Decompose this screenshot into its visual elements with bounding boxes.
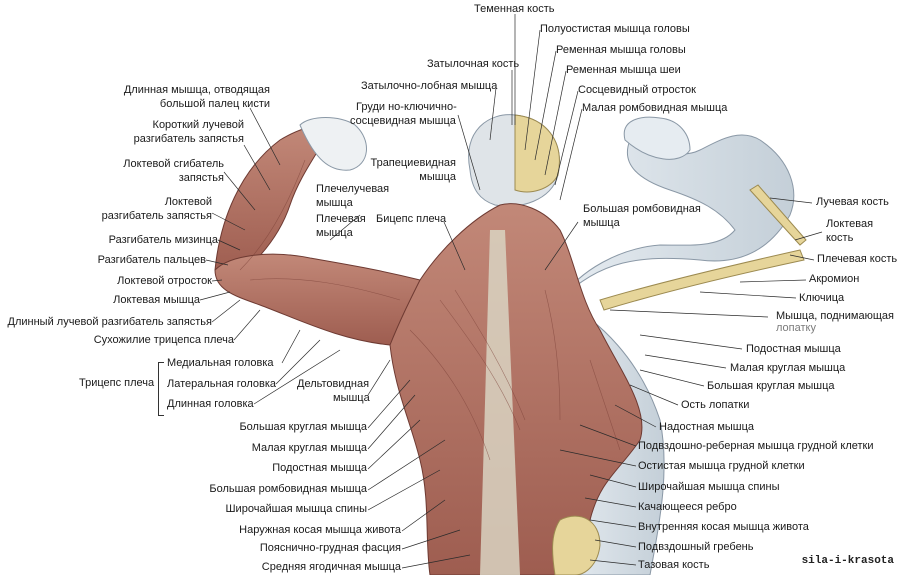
label-triceps-tendon: Сухожилие трицепса плеча bbox=[93, 334, 234, 346]
label-brachioradialis-line2: мышца bbox=[316, 197, 353, 209]
label-triceps-medial-head: Медиальная головка bbox=[167, 357, 274, 369]
label-teres-minor-right: Малая круглая мышца bbox=[730, 362, 846, 374]
label-fcu-line1: Локтевой сгибатель bbox=[123, 158, 224, 170]
label-infraspinatus-right: Подостная мышца bbox=[746, 343, 841, 355]
label-gluteus-medius: Средняя ягодичная мышца bbox=[261, 561, 401, 573]
label-rhomboid-major-left: Большая ромбовидная мышца bbox=[209, 483, 367, 495]
label-thoracolumbar-fascia: Пояснично-грудная фасция bbox=[259, 542, 401, 554]
label-ulna-line2: кость bbox=[826, 232, 854, 244]
label-iliac-crest: Подвздошный гребень bbox=[638, 541, 754, 553]
label-rhomboid-major-center-line1: Большая ромбовидная bbox=[583, 203, 701, 215]
label-ecu-line2: разгибатель запястья bbox=[101, 210, 212, 222]
label-ecrb-line1: Короткий лучевой bbox=[152, 119, 244, 131]
label-extensor-digitorum: Разгибатель пальцев bbox=[97, 254, 206, 266]
label-infraspinatus-left: Подостная мышца bbox=[272, 462, 367, 474]
left-fist bbox=[299, 117, 367, 171]
label-abductor-pollicis-line2: большой палец кисти bbox=[159, 98, 270, 110]
label-supraspinatus: Надостная мышца bbox=[659, 421, 755, 433]
label-abductor-pollicis-line1: Длинная мышца, отводящая bbox=[123, 84, 270, 96]
label-floating-rib: Качающееся ребро bbox=[638, 501, 737, 513]
label-biceps: Бицепс плеча bbox=[376, 213, 447, 225]
label-pelvic-bone: Тазовая кость bbox=[638, 559, 710, 571]
label-spinalis-thoracis: Остистая мышца грудной клетки bbox=[638, 460, 805, 472]
spine-fascia bbox=[480, 230, 520, 575]
label-brachialis-line1: Плечевая bbox=[316, 213, 366, 225]
label-trapezius-line2: мышца bbox=[419, 171, 456, 183]
label-ecrl: Длинный лучевой разгибатель запястья bbox=[7, 316, 212, 328]
triceps-bracket bbox=[158, 362, 164, 416]
skull-bone bbox=[514, 114, 560, 193]
leader-lines bbox=[199, 14, 823, 569]
label-triceps-long-head: Длинная головка bbox=[167, 398, 254, 410]
left-upper-arm bbox=[214, 253, 425, 346]
label-deltoid-line2: мышца bbox=[333, 392, 370, 404]
label-scapular-spine: Ость лопатки bbox=[681, 399, 750, 411]
label-rhomboid-major-center-line2: мышца bbox=[583, 217, 620, 229]
label-fcu-line2: запястья bbox=[178, 172, 224, 184]
label-anconeus: Локтевая мышца bbox=[113, 294, 200, 306]
label-acromion: Акромион bbox=[809, 273, 860, 285]
label-scm-line2: сосцевидная мышца bbox=[350, 115, 456, 127]
label-splenius-cervicis: Ременная мышца шеи bbox=[566, 64, 681, 76]
muscle-striations bbox=[239, 159, 621, 461]
forearm-bones bbox=[749, 184, 807, 246]
humerus-bone bbox=[599, 249, 805, 311]
label-ulna-line1: Локтевая bbox=[826, 218, 874, 230]
label-scm-line1: Груди но-ключично- bbox=[356, 101, 457, 113]
label-humerus: Плечевая кость bbox=[817, 253, 898, 265]
label-teres-major-right: Большая круглая мышца bbox=[707, 380, 835, 392]
label-trapezius-line1: Трапециевидная bbox=[370, 157, 456, 169]
label-extensor-digiti-minimi: Разгибатель мизинца bbox=[108, 234, 218, 246]
label-radius: Лучевая кость bbox=[816, 196, 889, 208]
label-semispinalis-capitis: Полуостистая мышца головы bbox=[540, 23, 690, 35]
label-latissimus-right: Широчайшая мышца спины bbox=[638, 481, 780, 493]
watermark: sila-i-krasota bbox=[801, 555, 894, 567]
label-teres-minor-left: Малая круглая мышца bbox=[251, 442, 367, 454]
label-internal-oblique: Внутренняя косая мышца живота bbox=[638, 521, 809, 533]
label-deltoid-line1: Дельтовидная bbox=[297, 378, 370, 390]
label-occipitofrontalis: Затылочно-лобная мышца bbox=[361, 80, 498, 92]
label-rhomboid-minor: Малая ромбовидная мышца bbox=[582, 102, 728, 114]
label-clavicle: Ключица bbox=[799, 292, 845, 304]
label-brachioradialis-line1: Плечелучевая bbox=[316, 183, 390, 195]
label-brachialis-line2: мышца bbox=[316, 227, 353, 239]
label-parietal-bone: Теменная кость bbox=[474, 3, 555, 15]
label-mastoid-process: Сосцевидный отросток bbox=[578, 84, 696, 96]
label-external-oblique: Наружная косая мышца живота bbox=[239, 524, 401, 536]
pelvis-bone bbox=[552, 515, 601, 575]
label-levator-scapulae-line1: Мышца, поднимающая bbox=[776, 310, 894, 322]
back-muscles bbox=[389, 203, 643, 575]
label-latissimus-left: Широчайшая мышца спины bbox=[225, 503, 367, 515]
label-triceps: Трицепс плеча bbox=[79, 377, 155, 389]
label-iliocostalis-thoracis: Подвздошно-реберная мышца грудной клетки bbox=[638, 440, 874, 452]
label-splenius-capitis: Ременная мышца головы bbox=[556, 44, 686, 56]
label-teres-major-left: Большая круглая мышца bbox=[239, 421, 367, 433]
label-triceps-lateral-head: Латеральная головка bbox=[167, 378, 277, 390]
label-occipital-bone: Затылочная кость bbox=[427, 58, 520, 70]
right-fist bbox=[623, 116, 691, 160]
label-olecranon: Локтевой отросток bbox=[117, 275, 212, 287]
label-ecu-line1: Локтевой bbox=[164, 196, 212, 208]
label-levator-scapulae-line2: лопатку bbox=[776, 322, 816, 334]
label-ecrb-line2: разгибатель запястья bbox=[133, 133, 244, 145]
